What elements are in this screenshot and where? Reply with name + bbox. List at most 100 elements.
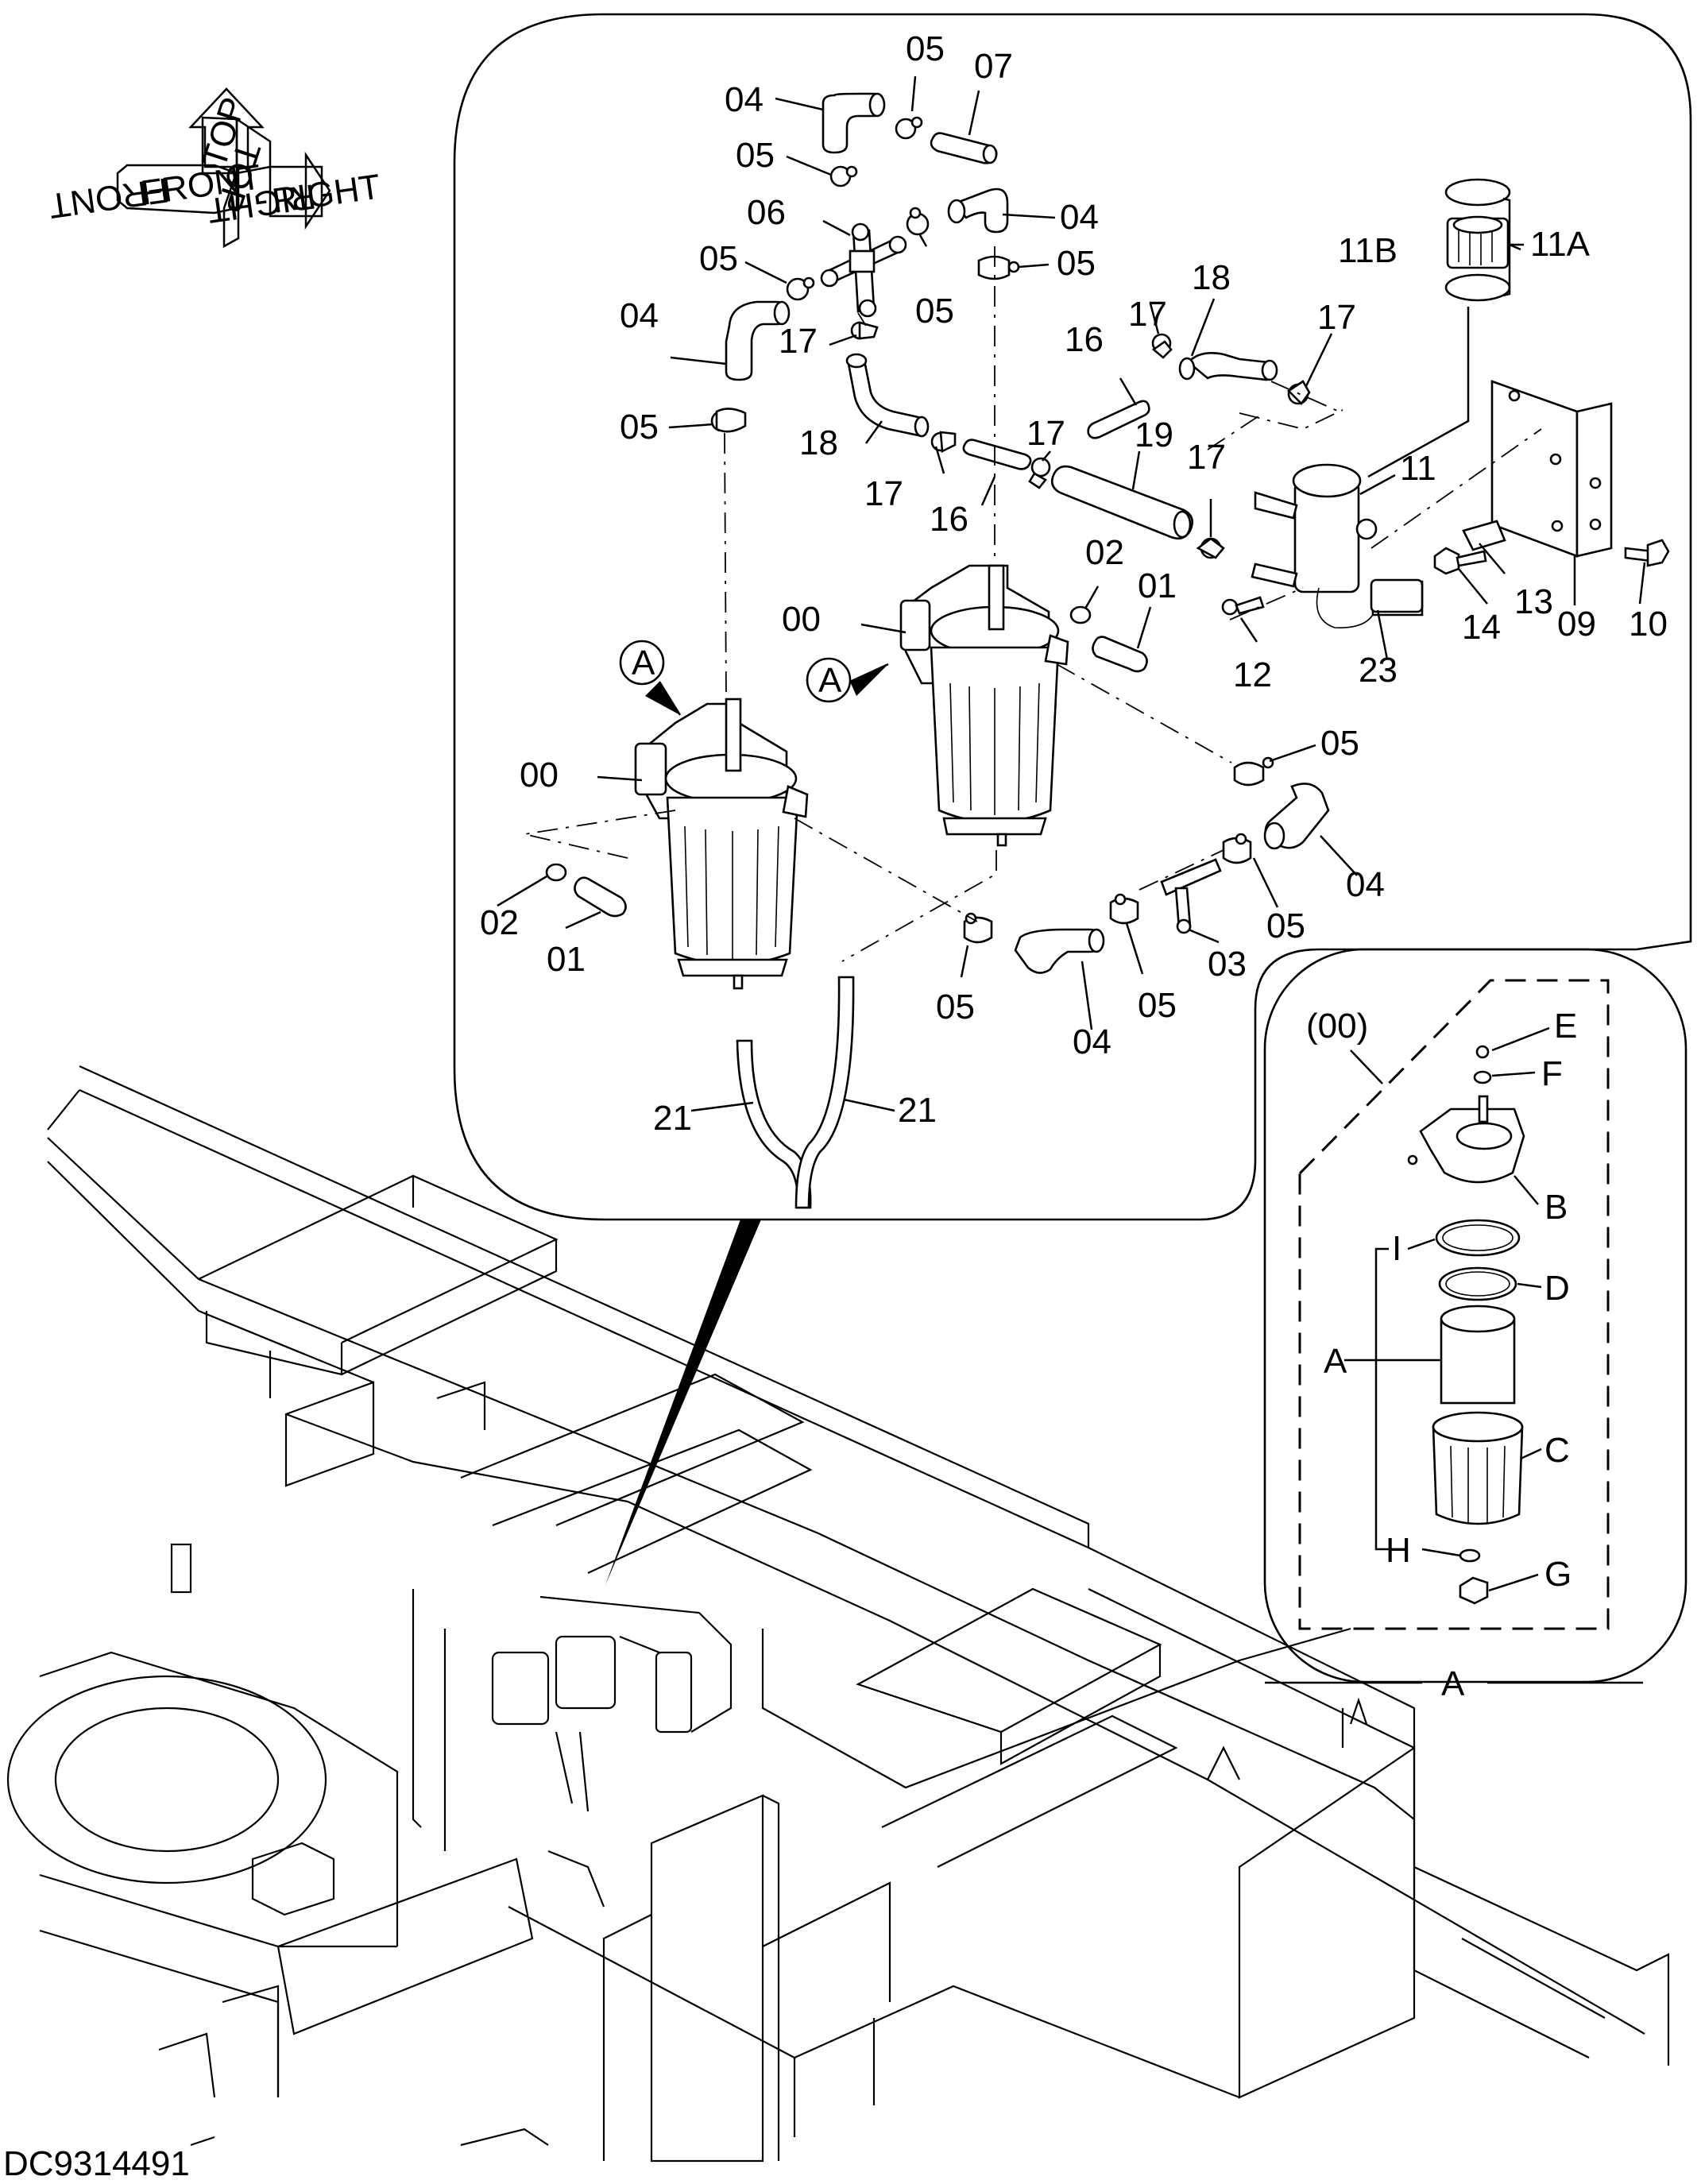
callout-16: 16 [1065, 320, 1104, 359]
callout-21: 21 [653, 1099, 692, 1138]
bowl-c [1432, 1411, 1524, 1525]
tee-fitting-03 [1160, 858, 1222, 934]
leader-lines [497, 75, 1646, 1684]
clamp-05-e [977, 255, 1020, 280]
clamp-05-a [895, 116, 923, 140]
assembly-centerlines [524, 246, 1542, 962]
callout-06: 06 [747, 193, 786, 232]
clamp-05-b [829, 165, 858, 187]
orientation-front-mirror-label: FRONT [47, 170, 172, 226]
callout-05: 05 [1320, 724, 1359, 763]
hose-18-left [845, 353, 930, 438]
bolt-14 [1433, 547, 1487, 575]
callout-04: 04 [620, 296, 659, 335]
callout-f: F [1541, 1054, 1563, 1093]
drain-nut-g [1459, 1576, 1489, 1605]
cross-fitting-06 [820, 222, 907, 318]
clamp-05-h [1222, 833, 1252, 864]
washer-02-upper [1069, 605, 1092, 624]
callout-05: 05 [736, 136, 775, 175]
callout-i: I [1392, 1229, 1401, 1268]
clamp-05-j [963, 912, 993, 944]
callout-23: 23 [1359, 651, 1398, 690]
drain-hose-21-right [794, 976, 855, 1209]
callout-10: 10 [1629, 605, 1668, 644]
clamp-17-a [850, 321, 879, 340]
callout-19: 19 [1135, 416, 1173, 454]
callout-04: 04 [1073, 1022, 1111, 1061]
bolt-12 [1221, 596, 1265, 616]
clamp-05-f [710, 408, 747, 433]
hose-elbow-04-right [947, 187, 1009, 234]
callout-04: 04 [1346, 865, 1385, 904]
callout-05: 05 [1057, 244, 1096, 283]
callout-09: 09 [1557, 605, 1596, 644]
callout-03: 03 [1208, 945, 1247, 984]
callout-17: 17 [1187, 438, 1226, 477]
callout-13: 13 [1514, 582, 1553, 621]
o-ring-i [1435, 1219, 1521, 1257]
hose-elbow-04-lower [1014, 928, 1105, 974]
callout-18: 18 [799, 423, 838, 462]
callout-12: 12 [1233, 655, 1272, 694]
callout-e: E [1554, 1007, 1577, 1046]
callout-d: D [1544, 1269, 1570, 1308]
washer-f [1473, 1070, 1492, 1084]
bracket-09 [1490, 380, 1613, 558]
bolt-01-lower [574, 876, 627, 918]
callout-00: 00 [782, 600, 821, 639]
callout-05: 05 [1266, 906, 1305, 945]
callout-17: 17 [779, 322, 818, 361]
callout-02: 02 [480, 903, 519, 942]
callout-17: 17 [1026, 414, 1065, 453]
hose-18-right [1178, 352, 1278, 381]
callout-c: C [1544, 1431, 1570, 1470]
callout-labels: 05 07 04 05 06 04 05 05 05 04 17 05 18 1… [480, 29, 1668, 1703]
plug-h [1459, 1548, 1481, 1563]
hose-19 [1050, 465, 1193, 540]
callout-05: 05 [936, 988, 975, 1026]
hose-elbow-04-lower-right [1263, 783, 1330, 850]
clamp-17-b [930, 431, 957, 454]
callout-a: A [1324, 1342, 1347, 1381]
clamp-17-f [1196, 537, 1225, 559]
callout-02: 02 [1085, 533, 1124, 572]
callout-11: 11 [1400, 449, 1436, 488]
element-a [1440, 1305, 1516, 1405]
clamp-17-d [1151, 333, 1173, 359]
callout-h: H [1386, 1531, 1411, 1570]
callout-05: 05 [699, 239, 738, 278]
clamp-05-g [1233, 756, 1274, 787]
clamp-05-d [906, 207, 930, 236]
callout-14: 14 [1462, 608, 1501, 647]
connector-23 [1370, 578, 1424, 613]
detail-view-outline [453, 13, 1692, 1221]
bolt-01-upper [1092, 636, 1148, 673]
callout-view-a: A [1441, 1664, 1465, 1703]
detail-pointer-wedge [605, 1220, 761, 1585]
callout-01: 01 [1138, 566, 1177, 605]
o-ring-d [1438, 1266, 1517, 1301]
machine-frame-illustration [6, 1065, 1670, 2163]
callout-05: 05 [915, 292, 954, 330]
callout-04: 04 [1060, 198, 1099, 237]
callout-05: 05 [906, 29, 945, 68]
callout-16: 16 [930, 500, 968, 539]
subassembly-outline [1263, 948, 1687, 1683]
callout-17: 17 [864, 474, 903, 513]
filter-element-11b [1444, 178, 1511, 302]
subassembly-dashed-frame [1298, 979, 1610, 1630]
bolt-10 [1624, 539, 1670, 567]
bracket-13 [1462, 520, 1506, 551]
screw-e [1475, 1045, 1490, 1059]
hose-elbow-04-left [725, 300, 791, 381]
clamp-05-c [786, 276, 815, 301]
callout-00: 00 [520, 756, 559, 794]
fuel-filter-assembly-left [634, 698, 809, 990]
callout-17: 17 [1317, 298, 1356, 337]
callout-subassembly-00: (00) [1306, 1007, 1368, 1046]
fuel-filter-assembly-right [899, 564, 1069, 847]
filter-head-b [1407, 1095, 1525, 1184]
reference-marker-a-left: A [619, 640, 682, 716]
